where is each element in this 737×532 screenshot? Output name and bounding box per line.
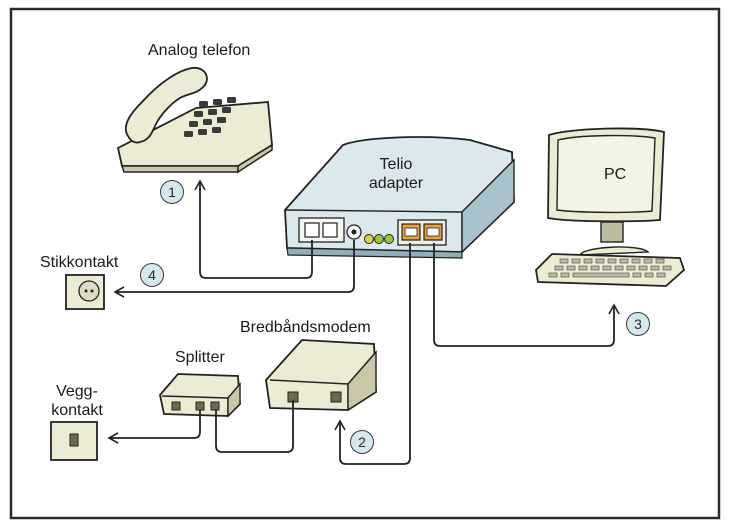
- wall-jack-icon: [50, 421, 98, 461]
- step-badge-2: 2: [350, 430, 374, 454]
- power-outlet-icon: [65, 274, 105, 310]
- modem-label: Bredbåndsmodem: [240, 319, 371, 336]
- cable-splitter-modem: [215, 400, 294, 453]
- splitter-icon: [159, 373, 241, 418]
- cable-power: [113, 240, 355, 298]
- phone-label: Analog telefon: [148, 42, 251, 59]
- power-outlet-label: Stikkontakt: [40, 254, 119, 271]
- cable-phone: [194, 179, 313, 279]
- phone-icon: [116, 67, 273, 174]
- step-badge-3: 3: [626, 312, 650, 336]
- cable-wall-jack: [107, 410, 201, 444]
- telio-adapter-icon: [284, 136, 515, 259]
- wall-jack-label: Vegg- kontakt: [40, 382, 114, 420]
- splitter-label: Splitter: [175, 349, 225, 366]
- wall-jack-label-line2: kontakt: [51, 402, 103, 419]
- pc-icon: [535, 127, 686, 287]
- cable-pc: [433, 243, 620, 347]
- adapter-label-line1: Telio: [379, 156, 413, 173]
- step-badge-1: 1: [160, 180, 184, 204]
- adapter-label: Telio adapter: [361, 155, 431, 193]
- wall-jack-label-line1: Vegg-: [56, 383, 98, 400]
- broadband-modem-icon: [265, 339, 377, 412]
- cable-modem: [334, 243, 411, 465]
- step-badge-4: 4: [140, 263, 164, 287]
- pc-label: PC: [604, 166, 627, 183]
- adapter-label-line2: adapter: [368, 175, 424, 192]
